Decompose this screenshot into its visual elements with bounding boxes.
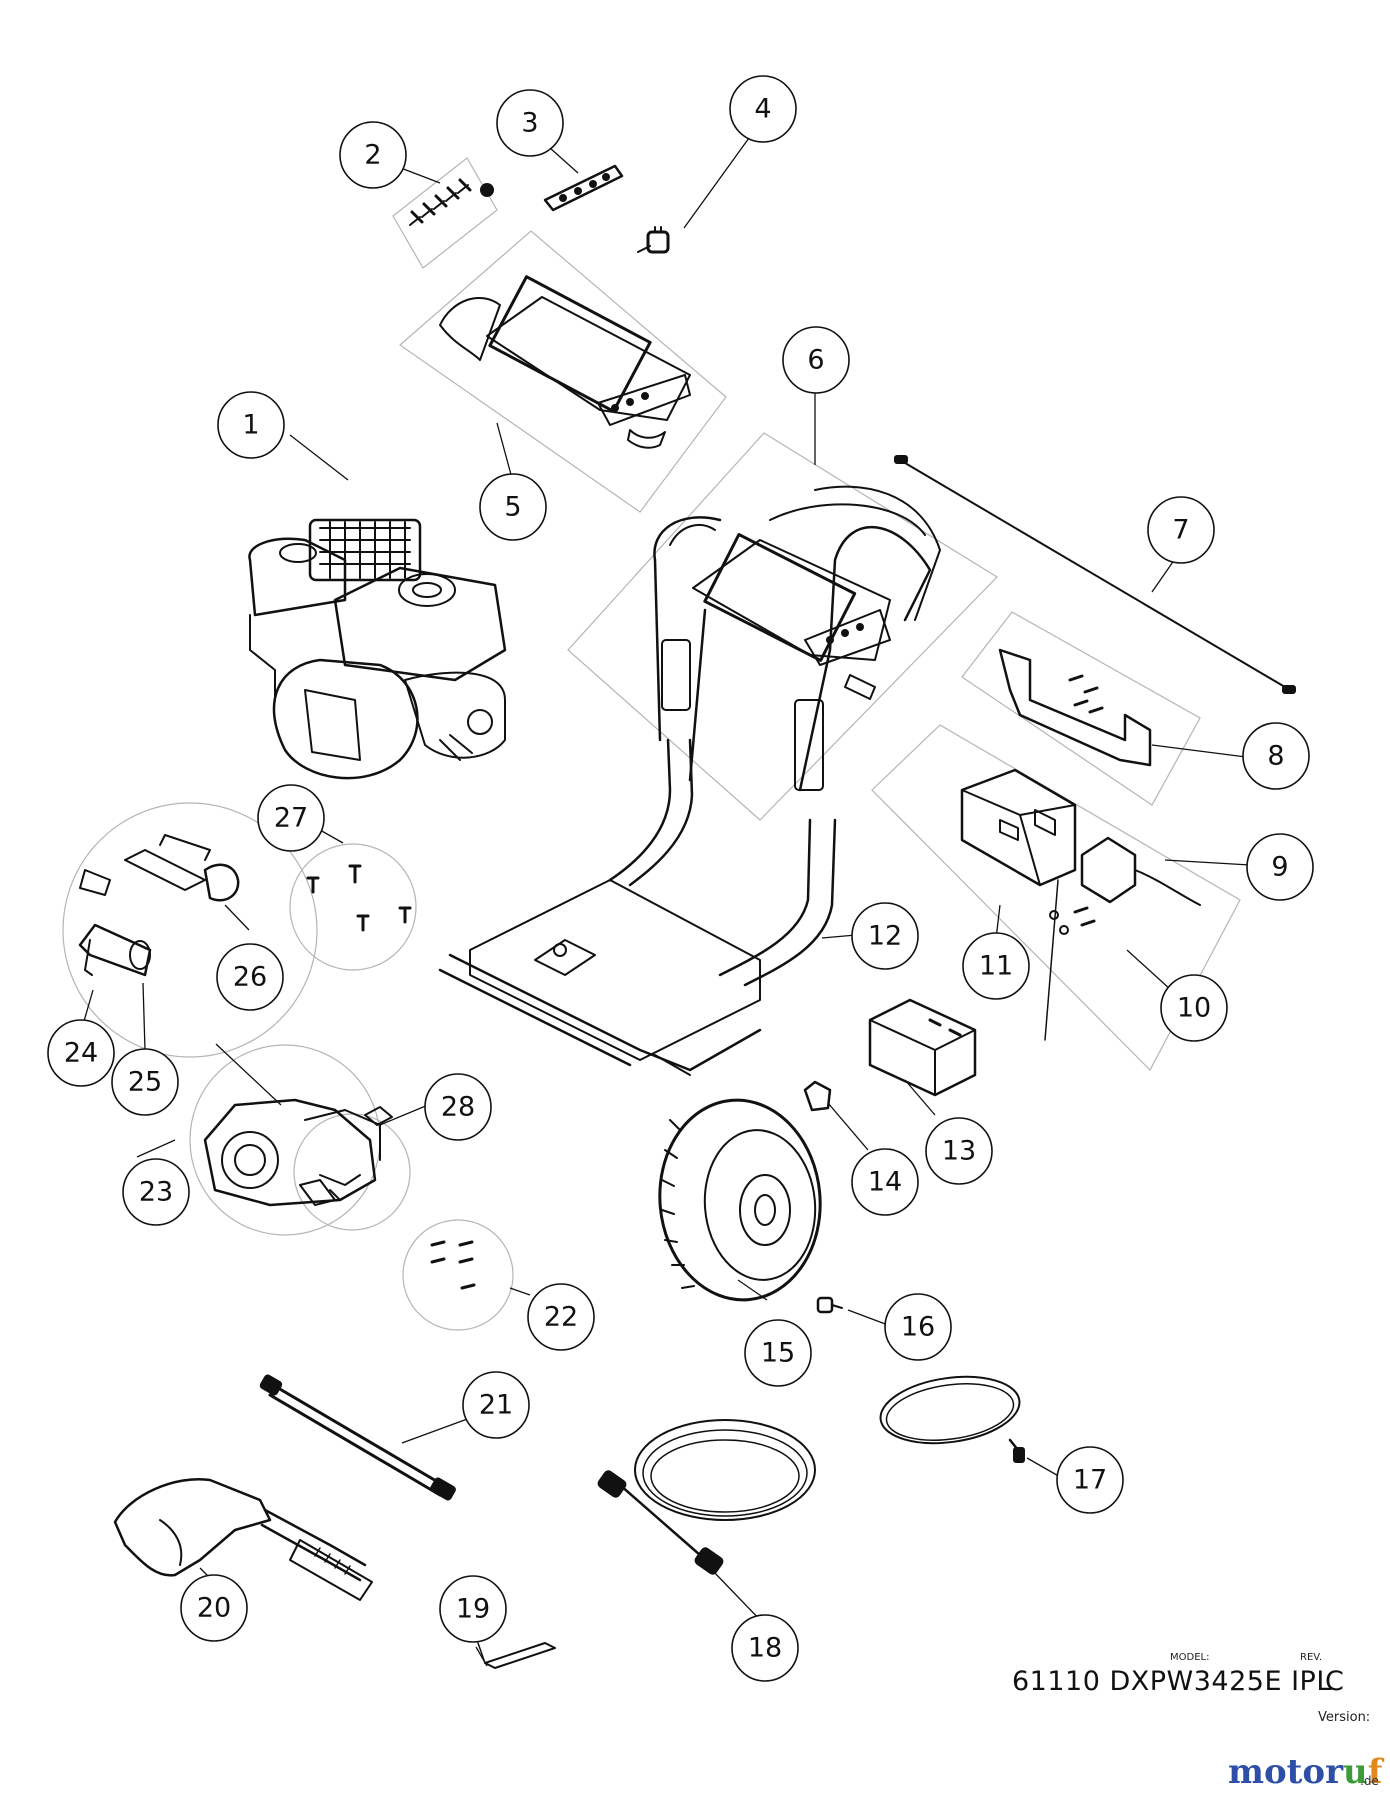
callout-17: 17 xyxy=(1073,1465,1107,1496)
rev-label: REV. xyxy=(1300,1652,1322,1663)
detail-circle-28 xyxy=(293,1113,411,1231)
bracket-icon xyxy=(998,648,1152,767)
callout-5: 5 xyxy=(504,492,521,523)
axle-bolt-icon xyxy=(816,1296,843,1314)
callout-13: 13 xyxy=(942,1136,976,1167)
battery-icon xyxy=(868,998,977,1097)
clip-icon xyxy=(803,1080,832,1112)
detail-circle-22 xyxy=(402,1219,514,1331)
callout-15: 15 xyxy=(761,1338,795,1369)
detail-circle-27 xyxy=(289,843,417,971)
callout-2: 2 xyxy=(364,140,381,171)
strap-icon xyxy=(477,1642,556,1669)
nozzle-tips-icon xyxy=(409,178,494,226)
callout-circles xyxy=(47,75,1314,1682)
part-illustrations xyxy=(78,164,1296,1669)
callout-22: 22 xyxy=(544,1302,578,1333)
group-box-8 xyxy=(961,611,1201,806)
callout-6: 6 xyxy=(807,345,824,376)
callout-23: 23 xyxy=(139,1177,173,1208)
bolts-icon xyxy=(306,864,412,932)
detail-circle-23 xyxy=(189,1044,381,1236)
watermark: motoruf .de xyxy=(1228,1752,1388,1797)
model-label: MODEL: xyxy=(1170,1652,1210,1663)
callout-24: 24 xyxy=(64,1038,98,1069)
watermark-domain: .de xyxy=(1360,1774,1379,1788)
callout-14: 14 xyxy=(868,1167,902,1198)
fittings-detail-icon xyxy=(78,834,240,977)
callout-18: 18 xyxy=(748,1633,782,1664)
callout-11: 11 xyxy=(979,951,1013,982)
callout-4: 4 xyxy=(754,94,771,125)
callout-9: 9 xyxy=(1271,852,1288,883)
callout-20: 20 xyxy=(197,1593,231,1624)
callout-8: 8 xyxy=(1267,741,1284,772)
group-box-5 xyxy=(399,230,727,513)
battery-box-icon xyxy=(960,768,1201,1041)
control-panel-icon xyxy=(439,275,691,449)
detail-circle-left xyxy=(62,802,318,1058)
callout-10: 10 xyxy=(1177,993,1211,1024)
revision-value: C xyxy=(1325,1666,1345,1697)
pump-icon xyxy=(203,1098,393,1207)
title-block: MODEL: REV. 61110 DXPW3425E IPL C Versio… xyxy=(1010,1648,1380,1798)
drawing-title: 61110 DXPW3425E IPL xyxy=(1012,1666,1332,1697)
knob-icon xyxy=(637,226,670,254)
callout-26: 26 xyxy=(233,962,267,993)
spray-wand-icon xyxy=(259,1374,456,1501)
callout-27: 27 xyxy=(274,803,308,834)
high-pressure-hose-icon xyxy=(597,1419,816,1575)
screws-icon xyxy=(430,1240,476,1290)
nozzle-holder-icon xyxy=(543,164,624,212)
callout-25: 25 xyxy=(128,1067,162,1098)
engine-icon xyxy=(248,518,507,780)
group-box-9 xyxy=(871,724,1241,1072)
group-boxes xyxy=(62,157,1241,1331)
watermark-brand: motoruf xyxy=(1228,1752,1383,1792)
callout-1: 1 xyxy=(242,410,259,441)
callout-28: 28 xyxy=(441,1092,475,1123)
callout-12: 12 xyxy=(868,921,902,952)
base-frame-icon xyxy=(438,738,837,1076)
callout-19: 19 xyxy=(456,1594,490,1625)
callout-16: 16 xyxy=(901,1312,935,1343)
leader-lines xyxy=(79,119,1251,1667)
hose-coil-icon xyxy=(879,1375,1025,1463)
throttle-cable-icon xyxy=(894,455,1296,694)
group-box-2 xyxy=(392,157,498,269)
callout-21: 21 xyxy=(479,1390,513,1421)
wheel-icon xyxy=(658,1098,822,1302)
version-label: Version: xyxy=(1318,1710,1371,1725)
spray-gun-icon xyxy=(113,1477,373,1601)
callout-3: 3 xyxy=(521,108,538,139)
group-box-6 xyxy=(567,432,998,821)
callout-7: 7 xyxy=(1172,515,1189,546)
callout-labels: 1 2 3 4 5 6 7 8 9 10 11 12 13 14 15 16 1… xyxy=(64,94,1289,1664)
outlet-fitting-icon xyxy=(299,1174,361,1206)
handle-frame-icon xyxy=(653,485,941,792)
